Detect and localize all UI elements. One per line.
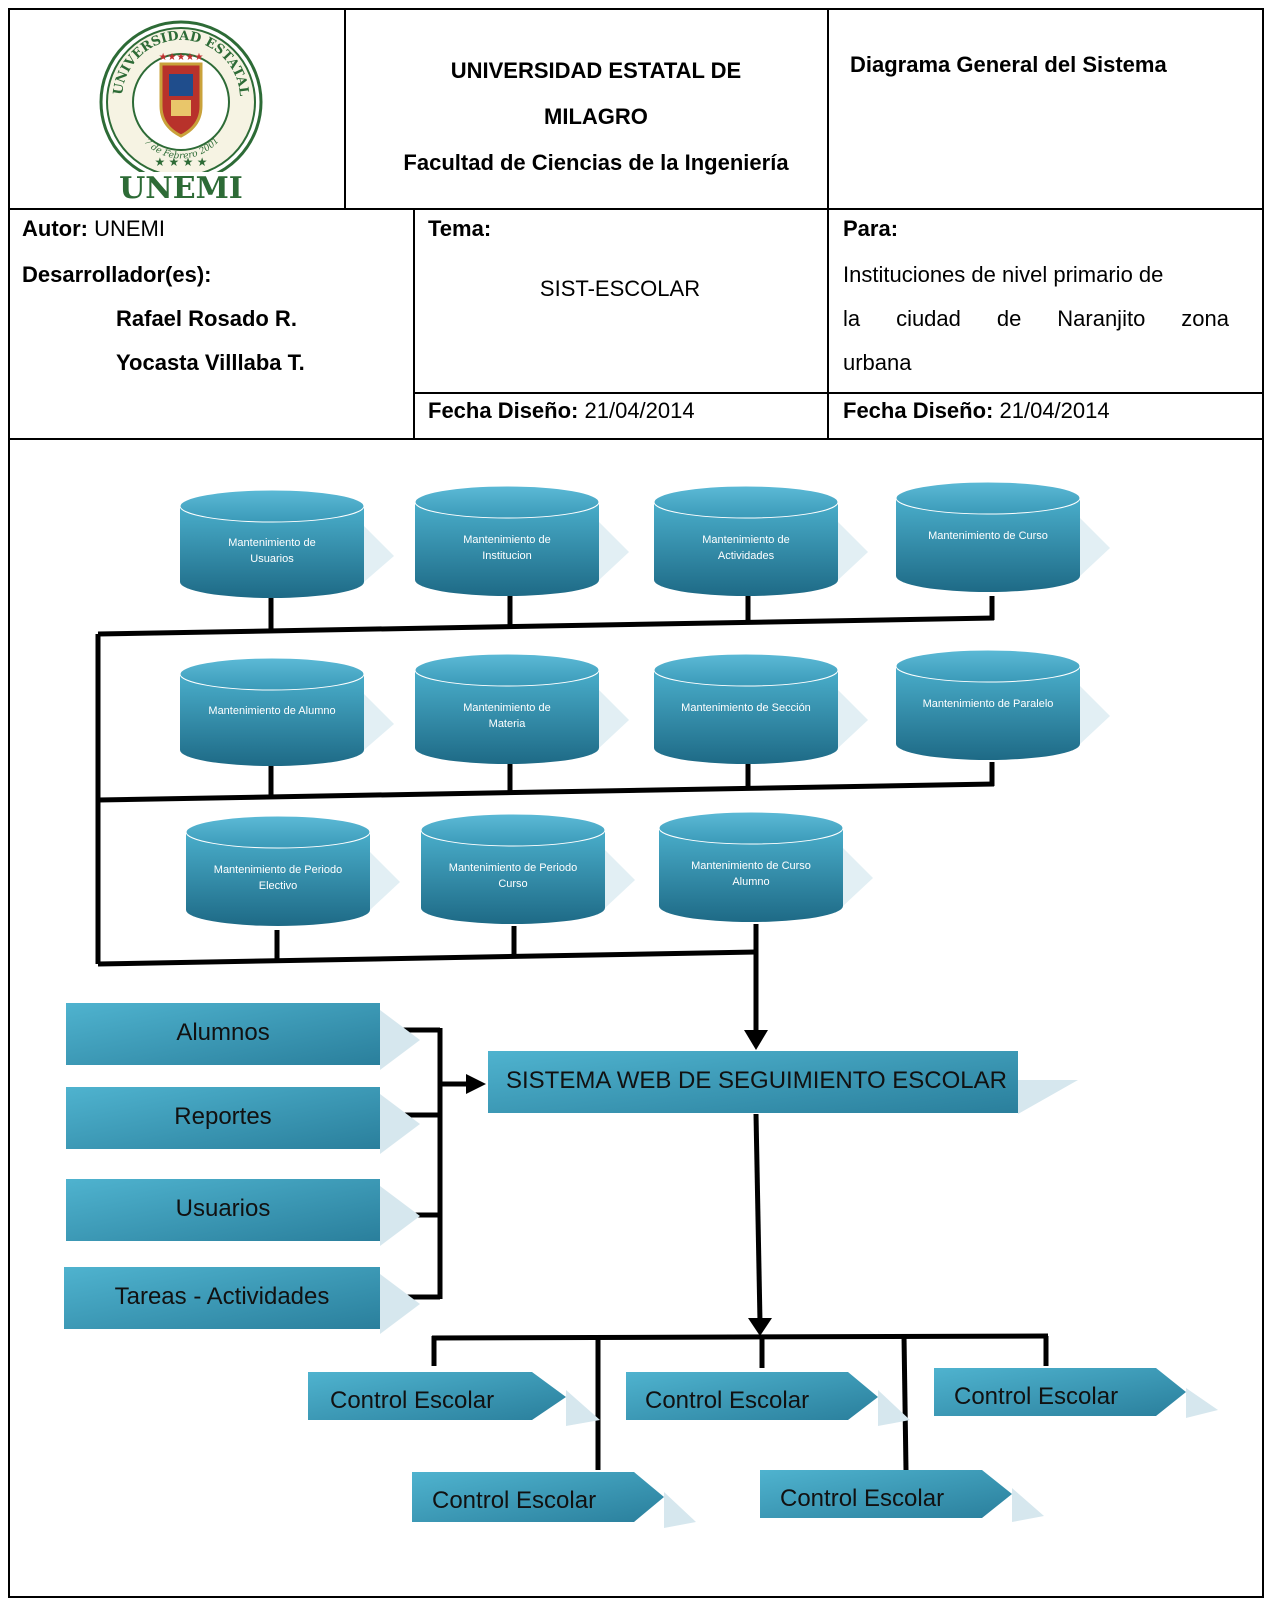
fecha-row-1: Fecha Diseño: 21/04/2014 (428, 398, 695, 424)
input-box: Usuarios (66, 1179, 420, 1246)
database-label-line2: Electivo (259, 880, 298, 892)
university-title: UNIVERSIDAD ESTATAL DE MILAGRO Facultad … (352, 48, 840, 186)
database-cylinder: Mantenimiento de Alumno (179, 657, 394, 766)
svg-text:UNEMI: UNEMI (119, 171, 243, 204)
document-frame (8, 8, 1264, 1598)
developer-1: Rafael Rosado R. (116, 306, 297, 331)
fecha-label-2: Fecha Diseño: (843, 398, 994, 423)
database-label-line1: Mantenimiento de (228, 537, 315, 549)
database-cylinder: Mantenimiento de Institucion (414, 485, 629, 596)
database-cylinder: Mantenimiento de Sección (653, 653, 868, 764)
divider-info (8, 438, 1264, 440)
tema-value: SIST-ESCOLAR (539, 276, 701, 301)
output-arrow-box: Control Escolar (412, 1472, 696, 1528)
input-box: Tareas - Actividades (64, 1267, 420, 1334)
university-logo: UNIVERSIDAD ESTATAL DE MILAGRO 7 de Febr… (89, 3, 266, 209)
output-arrow-box: Control Escolar (760, 1470, 1044, 1522)
svg-text:SISTEMA WEB DE SEGUIMIENTO ESC: SISTEMA WEB DE SEGUIMIENTO ESCOLAR (506, 1067, 1007, 1094)
database-label-line1: Mantenimiento de Curso (928, 530, 1048, 542)
database-label-line2: Usuarios (250, 553, 294, 565)
autor-value: UNEMI (94, 216, 165, 241)
database-cylinder: Mantenimiento de Paralelo (895, 649, 1110, 760)
para-line-2: la ciudad de Naranjito zona (843, 306, 1229, 332)
database-label-line2: Materia (489, 718, 527, 730)
para-line-3: urbana (843, 350, 912, 375)
svg-text:★ ★ ★ ★: ★ ★ ★ ★ (154, 155, 207, 169)
svg-text:Control Escolar: Control Escolar (780, 1485, 944, 1512)
svg-text:Control Escolar: Control Escolar (432, 1487, 596, 1514)
database-label-line2: Alumno (732, 876, 769, 888)
divider-col1-header (344, 8, 346, 210)
database-label-line1: Mantenimiento de (463, 534, 550, 546)
arrow-inputs-to-system (466, 1074, 486, 1094)
bus-row-1 (97, 615, 995, 637)
database-label-line2: Curso (498, 878, 527, 890)
svg-text:Control Escolar: Control Escolar (330, 1387, 494, 1414)
database-cylinder: Mantenimiento de Materia (414, 653, 629, 764)
svg-text:Alumnos: Alumnos (176, 1019, 269, 1046)
database-label-line2: Actividades (718, 550, 775, 562)
database-cylinder: Mantenimiento de Usuarios (179, 489, 394, 598)
svg-text:Usuarios: Usuarios (176, 1195, 271, 1222)
database-label-line1: Mantenimiento de Periodo (449, 862, 577, 874)
autor-label: Autor: (22, 216, 88, 241)
bus-row-3 (97, 949, 757, 967)
bus-row-2 (97, 781, 995, 803)
arrow-to-outputs (748, 1318, 772, 1336)
svg-text:Tareas - Actividades: Tareas - Actividades (115, 1283, 330, 1310)
para-word: de (996, 306, 1022, 331)
input-box: Reportes (66, 1087, 420, 1154)
database-label-line2: Institucion (482, 550, 532, 562)
title-line-3: Facultad de Ciencias de la Ingeniería (403, 150, 789, 175)
database-cylinder: Mantenimiento de Actividades (653, 485, 868, 596)
fecha-value-2: 21/04/2014 (999, 398, 1110, 423)
database-label-line1: Mantenimiento de (463, 702, 550, 714)
title-line-2: MILAGRO (544, 104, 648, 129)
database-label-line1: Mantenimiento de Sección (681, 702, 811, 714)
svg-text:Control Escolar: Control Escolar (954, 1383, 1118, 1410)
fecha-label-1: Fecha Diseño: (428, 398, 579, 423)
tema-label: Tema: (428, 216, 492, 241)
database-cylinder: Mantenimiento de Curso (895, 481, 1110, 592)
database-label-line1: Mantenimiento de (702, 534, 789, 546)
para-word: ciudad (896, 306, 961, 331)
output-arrow-box: Control Escolar (626, 1372, 910, 1426)
system-box: SISTEMA WEB DE SEGUIMIENTO ESCOLAR (488, 1051, 1078, 1114)
svg-text:★★★★★: ★★★★★ (159, 52, 204, 63)
divider-header (8, 208, 1264, 210)
document-title: Diagrama General del Sistema (850, 52, 1167, 77)
divider-col2 (827, 8, 829, 440)
para-label: Para: (843, 216, 899, 241)
divider-fecha (414, 392, 1264, 394)
database-label-line1: Mantenimiento de Periodo (214, 864, 342, 876)
output-arrow-box: Control Escolar (308, 1372, 600, 1426)
title-line-1: UNIVERSIDAD ESTATAL DE (450, 58, 742, 83)
arrow-to-system (744, 1030, 768, 1050)
developer-2: Yocasta Villlaba T. (116, 350, 305, 375)
divider-col1-info (413, 208, 415, 440)
output-arrow-box: Control Escolar (934, 1368, 1218, 1418)
database-label-line1: Mantenimiento de Paralelo (923, 698, 1054, 710)
para-word: zona (1181, 306, 1229, 331)
autor-row: Autor: UNEMI (22, 216, 165, 242)
database-label-line1: Mantenimiento de Alumno (208, 705, 335, 717)
svg-text:Reportes: Reportes (174, 1103, 271, 1130)
para-line-1: Instituciones de nivel primario de (843, 262, 1164, 287)
fecha-row-2: Fecha Diseño: 21/04/2014 (843, 398, 1110, 424)
fecha-value-1: 21/04/2014 (584, 398, 695, 423)
para-word: la (843, 306, 861, 331)
svg-text:Control Escolar: Control Escolar (645, 1387, 809, 1414)
input-box: Alumnos (66, 1003, 420, 1070)
connector-lines (95, 596, 1049, 1471)
para-word: Naranjito (1057, 306, 1146, 331)
developers-label: Desarrollador(es): (22, 262, 212, 287)
database-label-line1: Mantenimiento de Curso (691, 860, 811, 872)
